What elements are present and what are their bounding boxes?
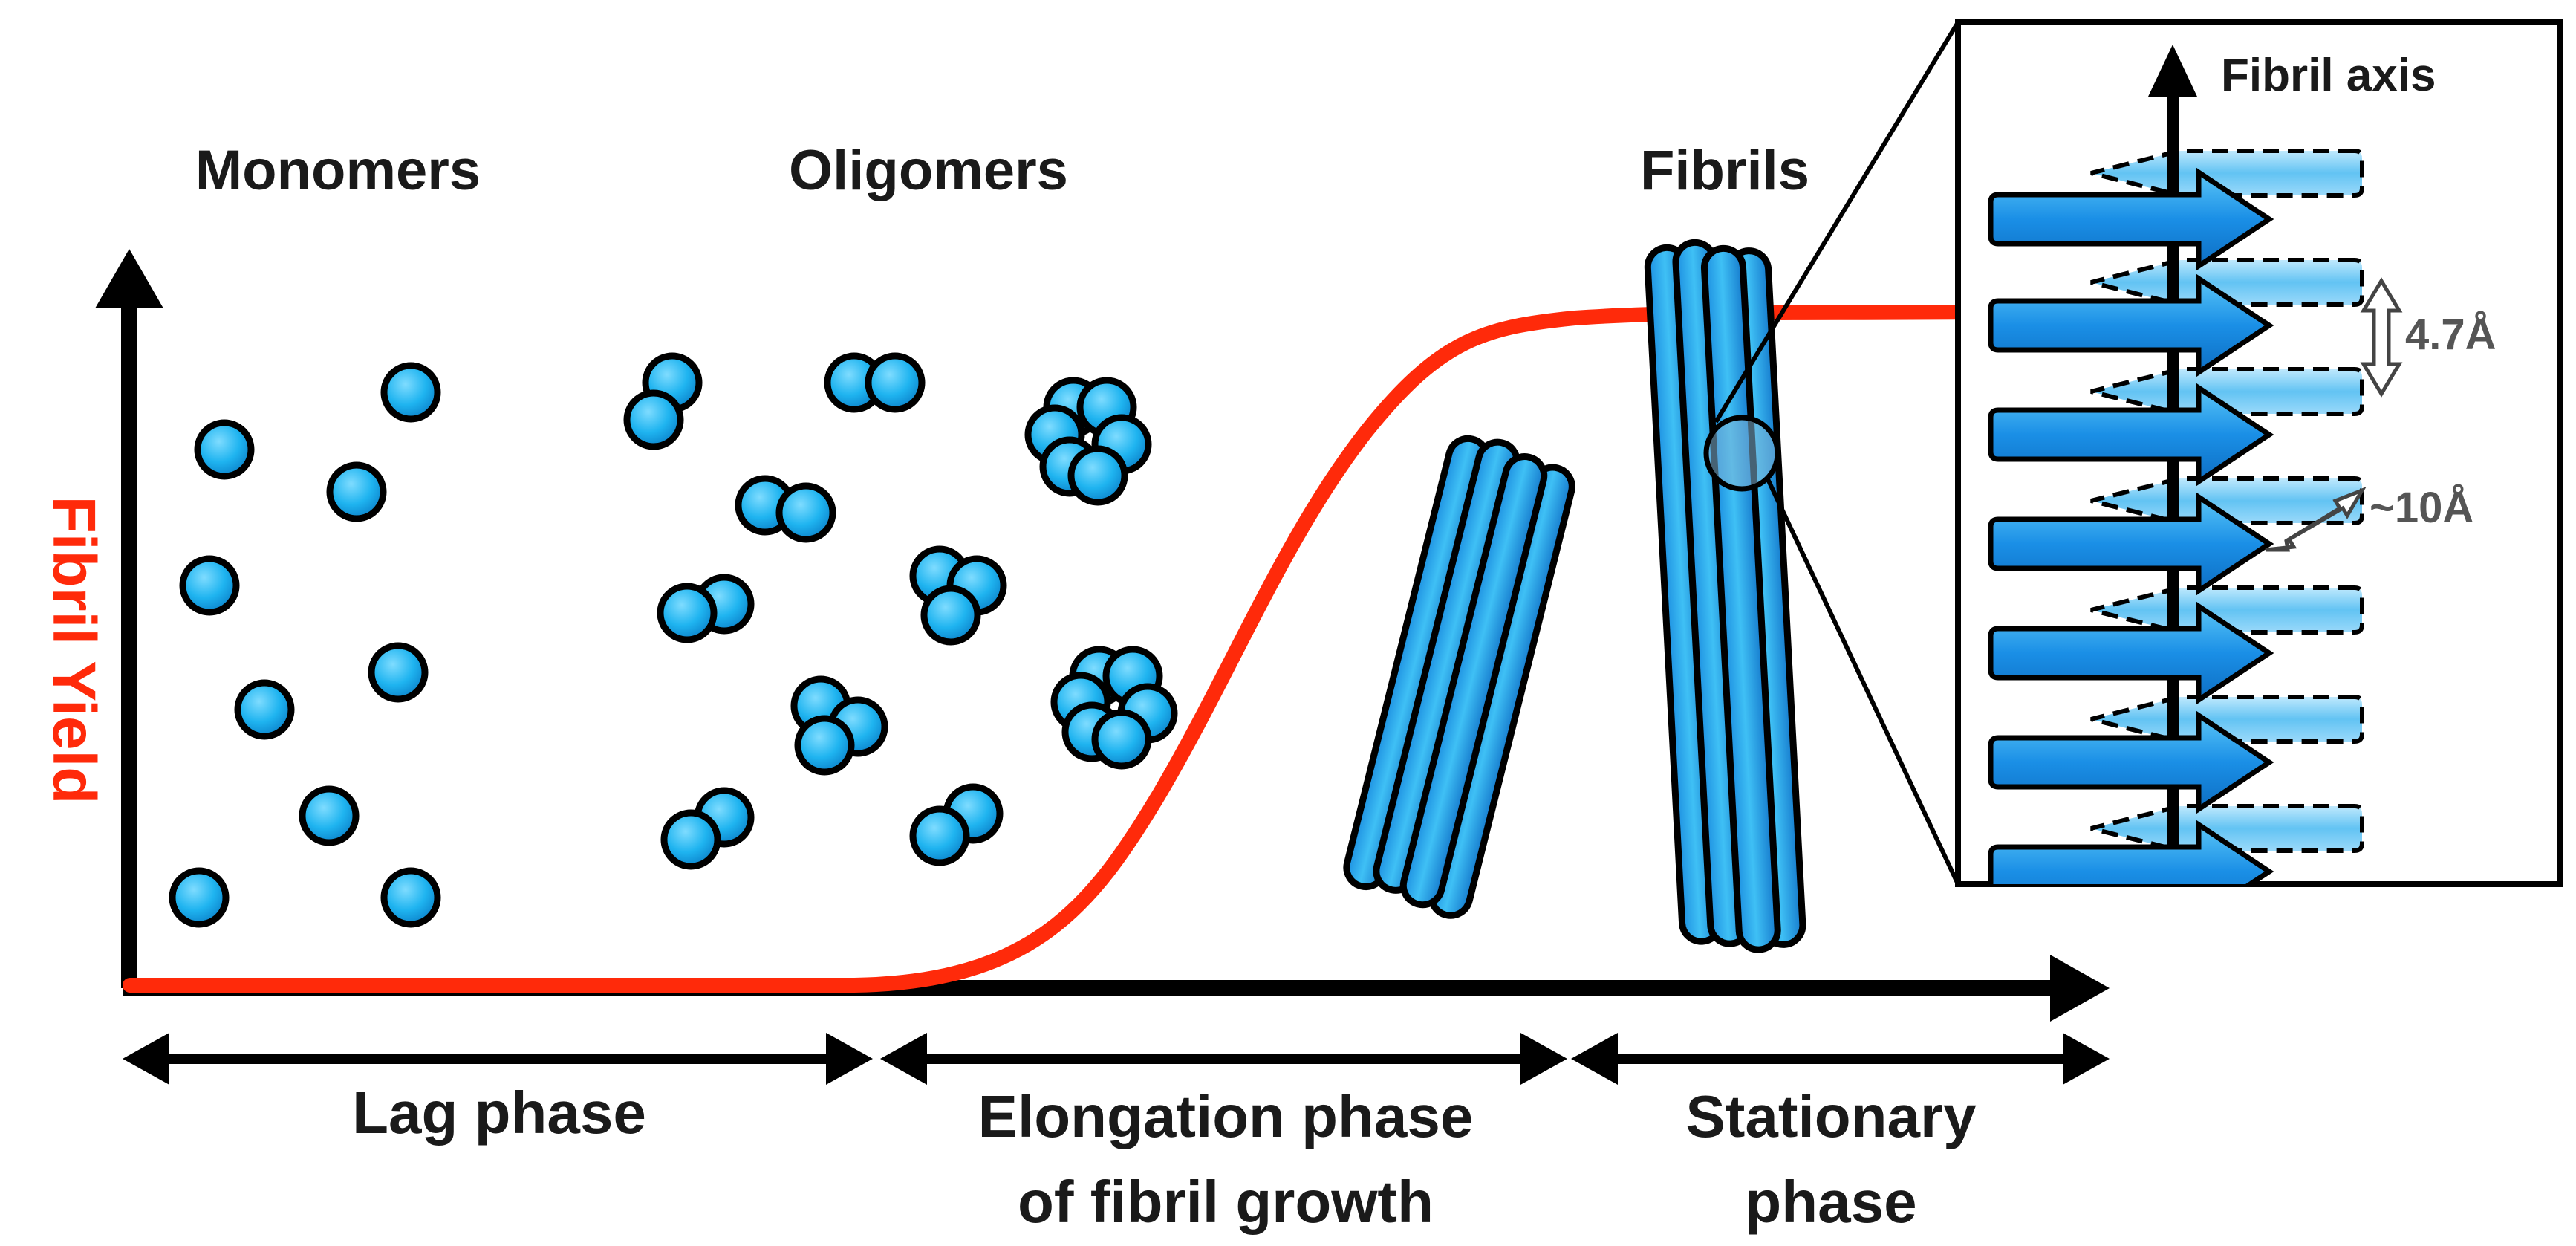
oligomer-cluster <box>1024 377 1152 506</box>
trimer <box>790 675 888 776</box>
dimer <box>909 783 1004 866</box>
dimer <box>735 475 836 543</box>
dimer <box>623 352 703 450</box>
fibril-axis-label: Fibril axis <box>2221 50 2436 101</box>
monomer <box>380 867 441 928</box>
front-strands <box>1988 167 2274 884</box>
monomer <box>326 461 387 522</box>
zoom-line-top <box>1714 21 1960 424</box>
monomer <box>194 419 255 480</box>
monomer <box>169 867 230 928</box>
sheet-spacing-label: ~10Å <box>2370 484 2473 532</box>
elongation-phase-label-line1: Elongation phase <box>978 1083 1474 1149</box>
monomers-group <box>169 362 441 928</box>
oligomers-group <box>623 352 1178 870</box>
monomer <box>299 785 360 846</box>
oligomer-cluster <box>1050 646 1178 770</box>
trimer <box>909 545 1007 646</box>
fibrils-label: Fibrils <box>1640 139 1809 202</box>
oligomers-label: Oligomers <box>789 139 1068 202</box>
dimer <box>660 787 755 870</box>
fibril-structure-inset: Fibril axis 4.7Å ~10Å <box>1955 19 2563 887</box>
fibril-axis-arrowhead <box>2148 45 2197 97</box>
dimer <box>824 352 926 413</box>
dimer <box>657 574 755 643</box>
y-axis-label: Fibril Yield <box>40 496 108 805</box>
monomer <box>179 555 240 616</box>
monomer <box>234 679 295 740</box>
y-axis-arrowhead <box>95 249 163 308</box>
sheet-spacing-arrow <box>2265 487 2367 552</box>
back-strands <box>2090 149 2364 853</box>
phase-ranges <box>123 1033 2110 1085</box>
elongation-phase-label-line2: of fibril growth <box>1018 1169 1434 1235</box>
stationary-phase-label-line1: Stationary <box>1685 1083 1977 1149</box>
zoom-line-bottom <box>1766 478 1960 886</box>
mature-fibril <box>1644 239 1806 953</box>
magnify-circle <box>1703 415 1780 492</box>
monomer <box>368 642 429 703</box>
monomer <box>380 362 441 423</box>
strand-spacing-arrow <box>2360 277 2403 398</box>
monomers-label: Monomers <box>195 139 481 202</box>
stationary-phase-label-line2: phase <box>1745 1169 1916 1235</box>
growing-fibril <box>1343 435 1575 919</box>
x-axis-arrowhead <box>2050 955 2110 1022</box>
strand-spacing-label: 4.7Å <box>2405 311 2497 359</box>
lag-phase-label: Lag phase <box>352 1080 646 1146</box>
